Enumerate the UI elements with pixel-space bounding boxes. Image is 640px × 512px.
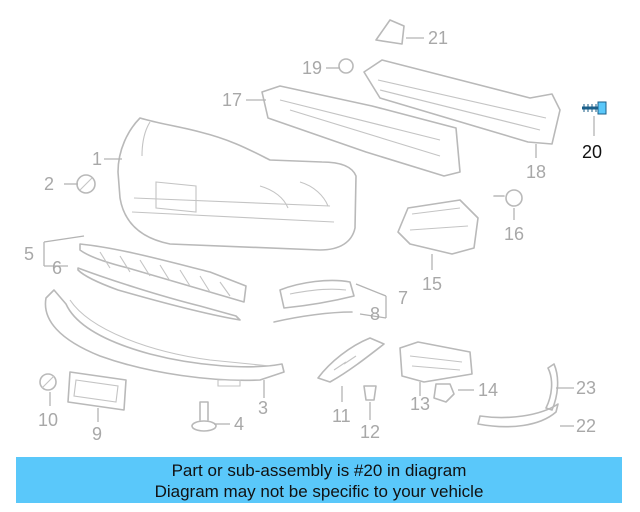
callout-5: 5 — [24, 244, 34, 264]
bolt-16-part — [493, 189, 523, 207]
clip-10-part — [39, 373, 57, 391]
spoiler-part — [44, 289, 285, 387]
callout-18: 18 — [526, 162, 546, 182]
callout-11: 11 — [332, 406, 351, 426]
callout-9: 9 — [92, 424, 102, 444]
screw-4-part — [191, 401, 217, 432]
callout-8: 8 — [370, 304, 380, 324]
cap-part — [76, 174, 96, 194]
bumper-cover-part — [117, 117, 357, 251]
callout-6: 6 — [52, 258, 62, 278]
callout-3: 3 — [258, 398, 268, 418]
callout-19: 19 — [302, 58, 322, 78]
callout-20: 20 — [582, 142, 602, 162]
side-grille-part — [273, 279, 355, 323]
callout-4: 4 — [234, 414, 244, 434]
callout-2: 2 — [44, 174, 54, 194]
callout-22: 22 — [576, 416, 596, 436]
bracket-13-part — [399, 341, 473, 383]
bracket-21-part — [375, 19, 405, 45]
callout-7: 7 — [398, 288, 408, 308]
callout-14: 14 — [478, 380, 498, 400]
lower-grille-part — [77, 243, 247, 321]
bolt-19-part — [338, 58, 354, 74]
callout-12: 12 — [360, 422, 380, 442]
leader-lines — [43, 37, 595, 427]
callout-15: 15 — [422, 274, 442, 294]
callout-21: 21 — [428, 28, 448, 48]
bracket-11-part — [317, 337, 385, 383]
bracket-15-part — [397, 199, 479, 255]
trim-strips-part — [477, 363, 559, 428]
callout-17: 17 — [222, 90, 242, 110]
clip-12-part — [363, 385, 377, 401]
nut-14-part — [433, 383, 455, 403]
parts-diagram: 1 2 3 4 5 6 7 8 9 10 11 12 13 14 15 16 1… — [24, 19, 607, 444]
info-banner: Part or sub-assembly is #20 in diagram D… — [16, 457, 622, 503]
callout-10: 10 — [38, 410, 58, 430]
callout-16: 16 — [504, 224, 524, 244]
callout-13: 13 — [410, 394, 430, 414]
plate-bracket-part — [67, 371, 127, 411]
bolt-20-part — [582, 101, 607, 115]
banner-line-1: Part or sub-assembly is #20 in diagram — [171, 461, 467, 480]
impact-bar-18-part — [363, 59, 561, 145]
banner-line-2: Diagram may not be specific to your vehi… — [154, 482, 484, 501]
absorber-17-part — [261, 85, 461, 177]
callout-23: 23 — [576, 378, 596, 398]
callout-1: 1 — [92, 149, 102, 169]
